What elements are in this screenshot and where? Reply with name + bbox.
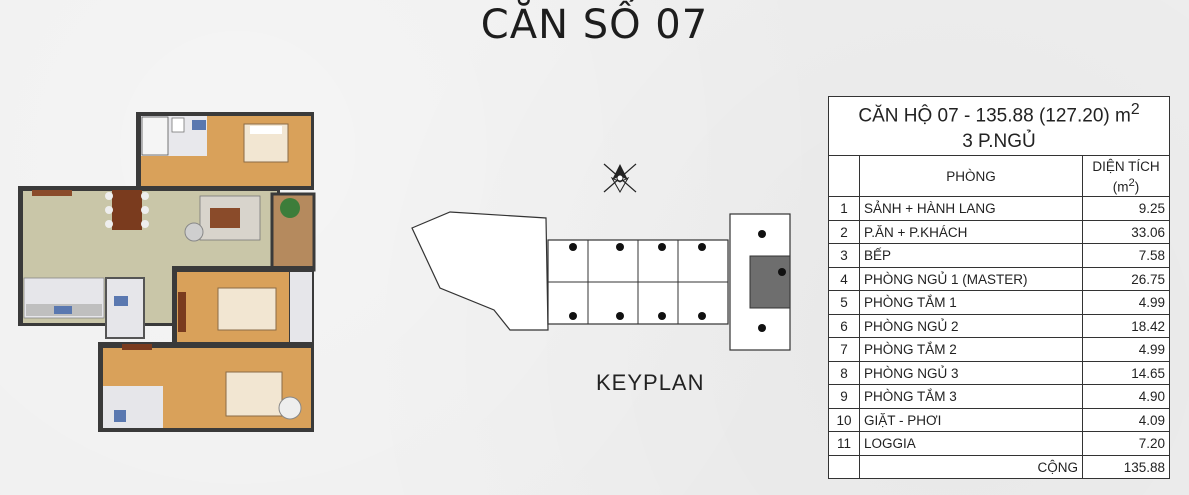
room-name: PHÒNG TẮM 2 xyxy=(859,337,1083,362)
room-name: PHÒNG NGỦ 3 xyxy=(859,360,1083,386)
table-column-headers: PHÒNG DIỆN TÍCH (m2) xyxy=(828,155,1170,198)
room-area: 4.99 xyxy=(1082,290,1170,315)
row-number: 1 xyxy=(828,196,860,221)
room-area: 9.25 xyxy=(1082,196,1170,221)
room-area: 7.58 xyxy=(1082,243,1170,268)
page-title: CĂN SỐ 07 xyxy=(480,2,709,48)
column-header-room: PHÒNG xyxy=(859,155,1083,198)
row-number: 2 xyxy=(828,219,860,245)
keyplan-label: KEYPLAN xyxy=(596,370,705,395)
room-area: 18.42 xyxy=(1082,313,1170,339)
row-number: 9 xyxy=(828,384,860,409)
floor-plan-image xyxy=(18,112,316,432)
room-name: PHÒNG NGỦ 2 xyxy=(859,313,1083,339)
table-total-row: CỘNG 135.88 xyxy=(828,454,1170,480)
room-name: PHÒNG NGỦ 1 (MASTER) xyxy=(859,266,1083,292)
column-header-area-unit: (m xyxy=(1112,179,1129,195)
table-title: CĂN HỘ 07 - 135.88 (127.20) m2 3 P.NGỦ xyxy=(828,95,1170,157)
column-header-area-unit-end: ) xyxy=(1134,179,1140,195)
table-title-line1: CĂN HỘ 07 - 135.88 (127.20) m xyxy=(858,105,1131,127)
column-header-area-label: DIỆN TÍCH xyxy=(1092,158,1160,174)
room-name: PHÒNG TẮM 3 xyxy=(859,384,1083,409)
room-area: 33.06 xyxy=(1082,219,1170,245)
row-number: 4 xyxy=(828,266,860,292)
table-title-line2: 3 P.NGỦ xyxy=(962,131,1036,153)
column-header-no xyxy=(828,155,860,198)
row-number: 11 xyxy=(828,431,860,456)
room-area: 14.65 xyxy=(1082,360,1170,386)
keyplan-image xyxy=(411,211,791,351)
room-area: 26.75 xyxy=(1082,266,1170,292)
table-header-title: CĂN HỘ 07 - 135.88 (127.20) m2 3 P.NGỦ xyxy=(828,95,1170,157)
table-title-sup: 2 xyxy=(1130,101,1140,118)
area-table: CĂN HỘ 07 - 135.88 (127.20) m2 3 P.NGỦ P… xyxy=(828,95,1170,480)
column-header-area: DIỆN TÍCH (m2) xyxy=(1082,155,1170,198)
room-name: LOGGIA xyxy=(859,431,1083,456)
compass-icon xyxy=(603,163,637,194)
room-name: SẢNH + HÀNH LANG xyxy=(859,196,1083,221)
room-name: BẾP xyxy=(859,243,1083,268)
row-number: 10 xyxy=(828,407,860,433)
row-number: 8 xyxy=(828,360,860,386)
room-name: GIẶT - PHƠI xyxy=(859,407,1083,433)
row-number: 5 xyxy=(828,290,860,315)
total-label: CỘNG xyxy=(859,454,1083,480)
room-area: 4.99 xyxy=(1082,337,1170,362)
row-number: 7 xyxy=(828,337,860,362)
row-number: 6 xyxy=(828,313,860,339)
total-value: 135.88 xyxy=(1082,454,1170,480)
room-name: P.ĂN + P.KHÁCH xyxy=(859,219,1083,245)
room-area: 4.09 xyxy=(1082,407,1170,433)
column-header-area-unit-sup: 2 xyxy=(1128,176,1135,189)
room-name: PHÒNG TẮM 1 xyxy=(859,290,1083,315)
total-empty-cell xyxy=(828,454,860,480)
row-number: 3 xyxy=(828,243,860,268)
room-area: 7.20 xyxy=(1082,431,1170,456)
room-area: 4.90 xyxy=(1082,384,1170,409)
